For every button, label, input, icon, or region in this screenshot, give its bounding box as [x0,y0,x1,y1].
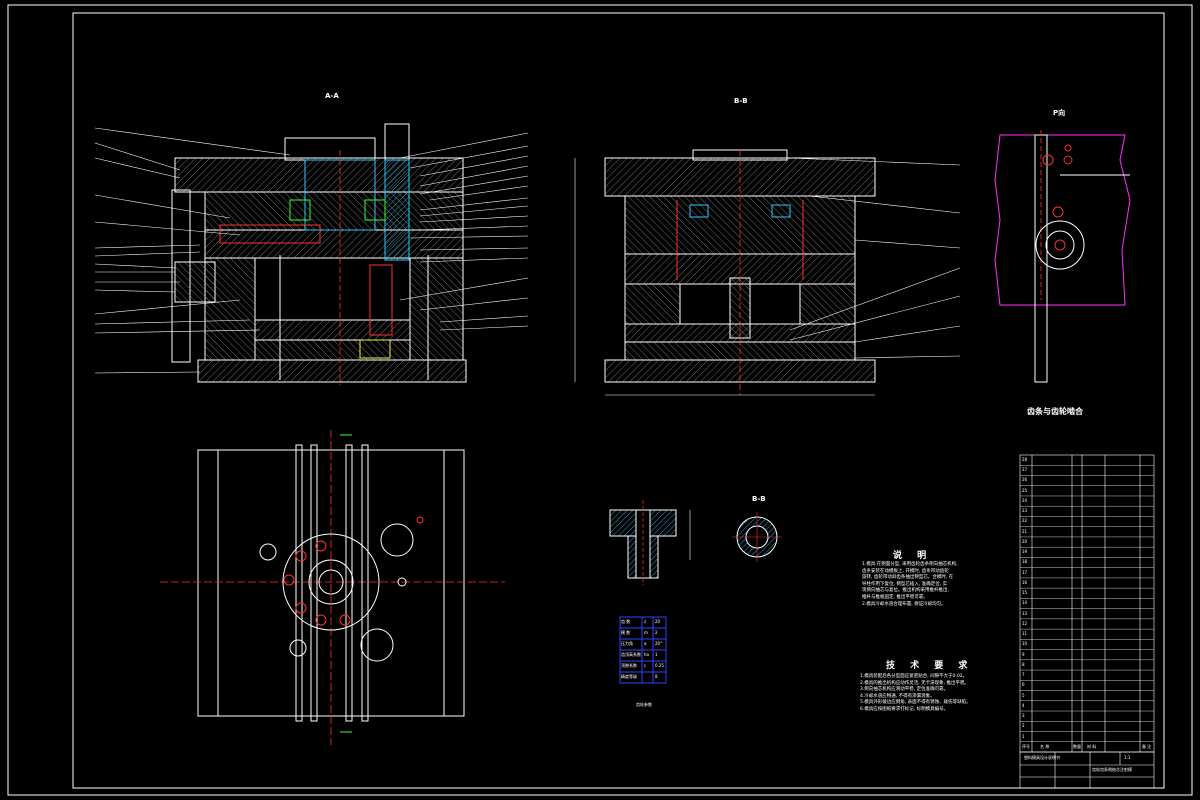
bom-row-number: 12 [1022,620,1028,626]
title-block-drawing: 齿轮齿条侧抽芯注射模 [1092,767,1132,772]
bom-row-number: 3 [1022,713,1025,719]
ring-section [732,512,782,562]
bom-row-number: 18 [1022,559,1028,565]
bom-header-cell: 名 称 [1040,743,1050,749]
bom-row-number: 27 [1022,467,1028,473]
inner-border [72,12,1165,789]
description-title: 说 明 [893,551,933,561]
gear-table-cell: 精度等级 [621,674,637,679]
gear-table-cell: ha [644,652,649,657]
gear-table-note: 齿轮参数 [636,702,652,707]
section-b-view [574,149,876,396]
bom-row-number: 7 [1022,672,1025,678]
bom-row-number: 23 [1022,508,1028,514]
title-block [1019,751,1155,789]
gear-table-cell: 顶隙系数 [621,663,637,668]
leader-lines-right-a [399,132,529,331]
bom-row-number: 10 [1022,641,1028,647]
leader-lines-b [789,157,961,359]
gear-table-cell: 压力角 [621,641,633,646]
tech-requirements-text: 1.模具装配后各分型面应紧密贴合, 间隙不大于0.02。 2.模具的推出机构应动… [860,674,971,712]
gear-table-cell: 模 数 [621,630,631,635]
bom-row-number: 24 [1022,497,1028,503]
gear-table-cell: m [644,630,648,635]
bom-row-number: 8 [1022,661,1025,667]
gear-param-table [619,616,667,684]
plan-view [160,430,505,745]
bom-row-number: 6 [1022,682,1025,688]
gear-table-cell: c [644,663,647,668]
gear-table-cell: 20 [655,619,661,624]
gear-table-cell: z [644,619,647,624]
bom-row-number: 13 [1022,610,1028,616]
bom-row-number: 5 [1022,692,1025,698]
bom-row-number: 22 [1022,518,1028,524]
title-block-scale: 1:1 [1124,755,1131,760]
bom-row-number: 2 [1022,723,1025,729]
gear-table-cell: 0.25 [655,663,664,668]
section-a-view [171,123,467,385]
bom-table [1019,454,1155,753]
gear-table-cell: 8 [655,674,658,679]
description-text: 1.模具:在侧面分型, 采用齿轮齿条侧向抽芯机构, 齿条安装在动模板上, 开模时… [862,562,958,607]
bom-row-number: 28 [1022,457,1028,462]
outer-border [7,4,1193,796]
gear-table-cell: 2 [655,630,658,635]
gear-table-cell: 1 [655,652,658,657]
bom-row-number: 17 [1022,569,1028,575]
tech-requirements-title: 技 术 要 求 [886,661,974,671]
detail-caption: 齿条与齿轮啮合 [1027,407,1083,416]
part-section [609,500,691,585]
bom-row-number: 21 [1022,528,1028,534]
bom-row-number: 19 [1022,549,1028,555]
bom-row-number: 11 [1022,631,1028,637]
gear-table-cell: α [644,641,647,646]
bom-header-cell: 备 注 [1142,743,1152,749]
bom-header-cell: 数量 [1073,743,1081,749]
bom-row-number: 1 [1022,733,1025,739]
part-section-title: B-B [752,495,766,503]
gear-table-cell: 20° [655,641,663,646]
bom-row-number: 14 [1022,600,1028,606]
gear-table-cell: 齿 数 [621,619,631,624]
detail-view-title: P向 [1053,109,1066,117]
bom-row-number: 26 [1022,477,1028,483]
bom-row-number: 25 [1022,487,1028,493]
bom-rows [1020,465,1154,742]
bom-row-number: 16 [1022,579,1028,585]
leader-lines-left [94,127,291,374]
bom-row-number: 15 [1022,590,1028,596]
gear-table-cell: 齿顶高系数 [621,652,641,657]
detail-view-p [994,130,1131,383]
bom-row-number: 4 [1022,702,1025,708]
bom-row-number: 20 [1022,538,1028,544]
section-b-title: B-B [734,97,748,105]
title-block-school: 塑料模具设计说明书 [1024,755,1060,760]
bom-header-cell: 序号 [1022,743,1030,749]
bom-row-number: 9 [1022,651,1025,657]
bom-header-cell: 材 料 [1087,743,1097,749]
section-a-title: A-A [325,92,339,100]
